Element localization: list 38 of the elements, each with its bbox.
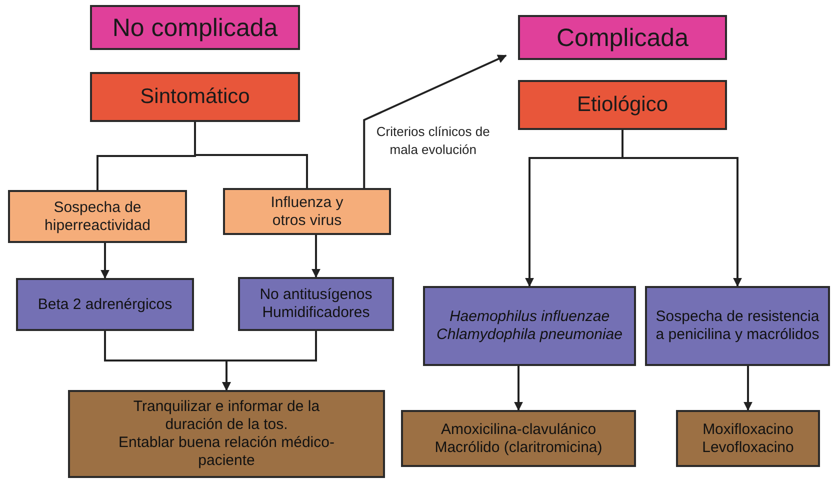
arrow <box>514 366 523 411</box>
treatment-box <box>16 278 194 331</box>
approach-box <box>518 80 727 130</box>
box-text: Etiológico <box>576 92 668 118</box>
category-box <box>90 5 300 50</box>
antibiotic-box <box>676 410 820 467</box>
condition-box <box>8 190 187 243</box>
box-text: Tranquilizar e informar de la duración de la tos. <box>132 398 321 434</box>
box-text: Humidificadores <box>262 304 370 322</box>
pathogen-box <box>423 286 636 366</box>
box-text: Complicada <box>556 22 688 52</box>
approach-box <box>90 72 300 122</box>
treatment-box <box>238 277 394 331</box>
box-text: Influenza y otros virus <box>270 194 344 230</box>
box-text: Sospecha de hiperreactividad <box>44 198 152 234</box>
advice-box <box>68 390 385 478</box>
category-box <box>518 15 727 60</box>
arrow <box>312 235 320 278</box>
arrow <box>100 243 110 279</box>
arrow <box>222 331 317 391</box>
box-text: Entablar buena relación médico-paciente <box>118 434 336 470</box>
box-text: Amoxicilina-clavulánico <box>440 420 596 438</box>
box-text: Chlamydophila pneumoniae <box>436 326 622 344</box>
arrow <box>363 54 507 188</box>
box-text: Beta 2 adrenérgicos <box>38 296 172 314</box>
condition-box <box>223 188 391 235</box>
arrow <box>622 130 742 287</box>
box-text: Sintomático <box>140 84 250 110</box>
box-text: No complicada <box>112 12 278 42</box>
box-text: Sospecha de resistencia a penicilina y macrólidos <box>654 308 820 344</box>
box-text: No antitusígenos <box>260 286 372 304</box>
arrow <box>744 366 752 411</box>
box-text: Moxifloxacino <box>702 420 794 438</box>
box-text: Haemophilus influenzae <box>449 308 610 326</box>
antibiotic-box <box>401 410 636 467</box>
box-text: Levofloxacino <box>702 438 794 456</box>
condition-box <box>645 286 830 366</box>
box-text: Macrólido (claritromicina) <box>434 438 602 456</box>
